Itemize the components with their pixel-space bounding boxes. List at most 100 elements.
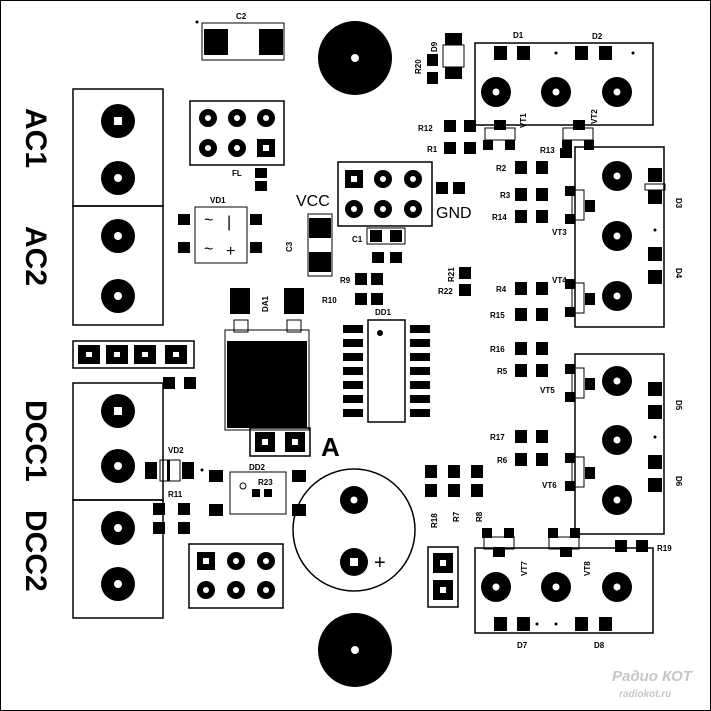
resistor-r13: R13 bbox=[540, 146, 572, 158]
svg-text:R19: R19 bbox=[657, 544, 672, 553]
svg-text:R1: R1 bbox=[427, 145, 438, 154]
svg-text:C3: C3 bbox=[285, 241, 294, 252]
regulator-da1: DA1 bbox=[224, 288, 310, 431]
svg-text:C1: C1 bbox=[352, 235, 363, 244]
svg-text:R11: R11 bbox=[168, 490, 183, 499]
svg-text:R14: R14 bbox=[492, 213, 507, 222]
svg-text:VT6: VT6 bbox=[542, 481, 557, 490]
svg-text:R21: R21 bbox=[447, 267, 456, 282]
pad bbox=[436, 182, 448, 194]
svg-text:+: + bbox=[374, 552, 386, 574]
resistor-r17: R17 bbox=[490, 430, 548, 443]
resistor-r2: R2 bbox=[496, 161, 548, 174]
svg-text:VT2: VT2 bbox=[590, 109, 599, 124]
svg-text:~: ~ bbox=[204, 241, 213, 258]
svg-text:R13: R13 bbox=[540, 146, 555, 155]
svg-text:R8: R8 bbox=[475, 511, 484, 522]
header-6pin-fl: FL bbox=[189, 100, 285, 191]
resistor-r3: R3 bbox=[500, 188, 548, 201]
resistor-r15: R15 bbox=[490, 308, 548, 321]
svg-text:D7: D7 bbox=[517, 641, 528, 650]
svg-text:DD1: DD1 bbox=[375, 308, 392, 317]
svg-text:VT5: VT5 bbox=[540, 386, 555, 395]
svg-text:Радио КОТ: Радио КОТ bbox=[612, 668, 694, 685]
svg-text:VT1: VT1 bbox=[519, 113, 528, 128]
svg-text:DA1: DA1 bbox=[261, 295, 270, 312]
svg-text:radiokot.ru: radiokot.ru bbox=[619, 689, 671, 700]
svg-text:D8: D8 bbox=[594, 641, 605, 650]
resistor-r21: R21 bbox=[447, 267, 471, 282]
svg-text:R20: R20 bbox=[414, 59, 423, 74]
label-dcc2: DCC2 bbox=[19, 510, 52, 592]
svg-text:R18: R18 bbox=[430, 513, 439, 528]
resistor-r10: R10 bbox=[322, 293, 383, 305]
svg-text:D4: D4 bbox=[674, 268, 683, 279]
jumper-a bbox=[249, 427, 311, 457]
svg-text:R23: R23 bbox=[258, 478, 273, 487]
ic-dd1: DD1 bbox=[343, 308, 430, 423]
svg-text:FL: FL bbox=[232, 169, 242, 178]
diode-d9: D9 R20 bbox=[414, 33, 465, 84]
mounting-hole-bottom-center bbox=[351, 646, 359, 654]
resistor-r14: R14 bbox=[492, 210, 548, 223]
label-vcc: VCC bbox=[296, 193, 330, 210]
svg-text:D6: D6 bbox=[674, 476, 683, 487]
svg-text:D1: D1 bbox=[513, 31, 524, 40]
pad bbox=[184, 377, 196, 389]
resistor-r16: R16 bbox=[490, 342, 548, 355]
svg-text:R7: R7 bbox=[452, 511, 461, 522]
resistor-r5: R5 bbox=[497, 364, 548, 377]
resistor-r6: R6 bbox=[497, 453, 548, 466]
svg-text:R3: R3 bbox=[500, 191, 511, 200]
svg-text:+: + bbox=[226, 243, 235, 260]
svg-text:R4: R4 bbox=[496, 285, 507, 294]
capacitor-electrolytic: + bbox=[292, 468, 416, 592]
svg-text:D9: D9 bbox=[430, 41, 439, 52]
svg-text:DD2: DD2 bbox=[249, 463, 266, 472]
transistor-vt2: VT2 bbox=[562, 109, 599, 150]
resistor-r9: R9 bbox=[340, 273, 383, 285]
svg-text:VT7: VT7 bbox=[520, 561, 529, 576]
svg-text:VD2: VD2 bbox=[168, 446, 184, 455]
diode-vd2: VD2 bbox=[145, 446, 204, 482]
led-module-right-1: D3 D4 VT3 VT4 bbox=[552, 146, 683, 328]
capacitor-c2: C2 bbox=[195, 12, 285, 61]
svg-text:VT8: VT8 bbox=[583, 561, 592, 576]
svg-text:R9: R9 bbox=[340, 276, 351, 285]
header-6pin-center bbox=[337, 161, 433, 227]
terminal-block-dcc bbox=[72, 382, 164, 619]
header-4pin-left bbox=[72, 340, 195, 369]
label-ac2: AC2 bbox=[19, 226, 52, 286]
label-ac1: AC1 bbox=[19, 108, 52, 168]
resistor-r12: R12 bbox=[418, 120, 476, 133]
svg-text:R6: R6 bbox=[497, 456, 508, 465]
svg-text:R17: R17 bbox=[490, 433, 505, 442]
mounting-hole-top-center bbox=[351, 54, 359, 62]
svg-text:R16: R16 bbox=[490, 345, 505, 354]
resistor-r1: R1 bbox=[427, 142, 476, 154]
watermark: Радио КОТ radiokot.ru bbox=[612, 668, 694, 700]
capacitor-c3: C3 bbox=[285, 213, 333, 277]
resistors-r18-r7-r8: R18 R7 R8 bbox=[425, 465, 484, 528]
led-module-top: D1 D2 bbox=[474, 31, 654, 126]
svg-text:C2: C2 bbox=[236, 12, 247, 21]
label-gnd: GND bbox=[436, 205, 472, 222]
label-a: A bbox=[321, 432, 340, 462]
svg-text:D5: D5 bbox=[674, 400, 683, 411]
capacitor-c1: C1 bbox=[352, 227, 406, 263]
svg-text:D3: D3 bbox=[674, 198, 683, 209]
svg-text:D2: D2 bbox=[592, 32, 603, 41]
led-module-bottom: D7 D8 VT7 VT8 bbox=[474, 528, 654, 650]
header-6pin-bottom bbox=[188, 543, 284, 609]
label-dcc1: DCC1 bbox=[19, 400, 52, 482]
svg-text:R10: R10 bbox=[322, 296, 337, 305]
resistor-r19: R19 bbox=[615, 540, 672, 553]
svg-text:VD1: VD1 bbox=[210, 196, 226, 205]
led-module-right-2: D5 D6 VT5 VT6 bbox=[540, 353, 683, 535]
resistor-r22: R22 bbox=[438, 284, 471, 296]
pad bbox=[163, 377, 175, 389]
svg-text:VT3: VT3 bbox=[552, 228, 567, 237]
svg-text:R15: R15 bbox=[490, 311, 505, 320]
svg-text:R22: R22 bbox=[438, 287, 453, 296]
